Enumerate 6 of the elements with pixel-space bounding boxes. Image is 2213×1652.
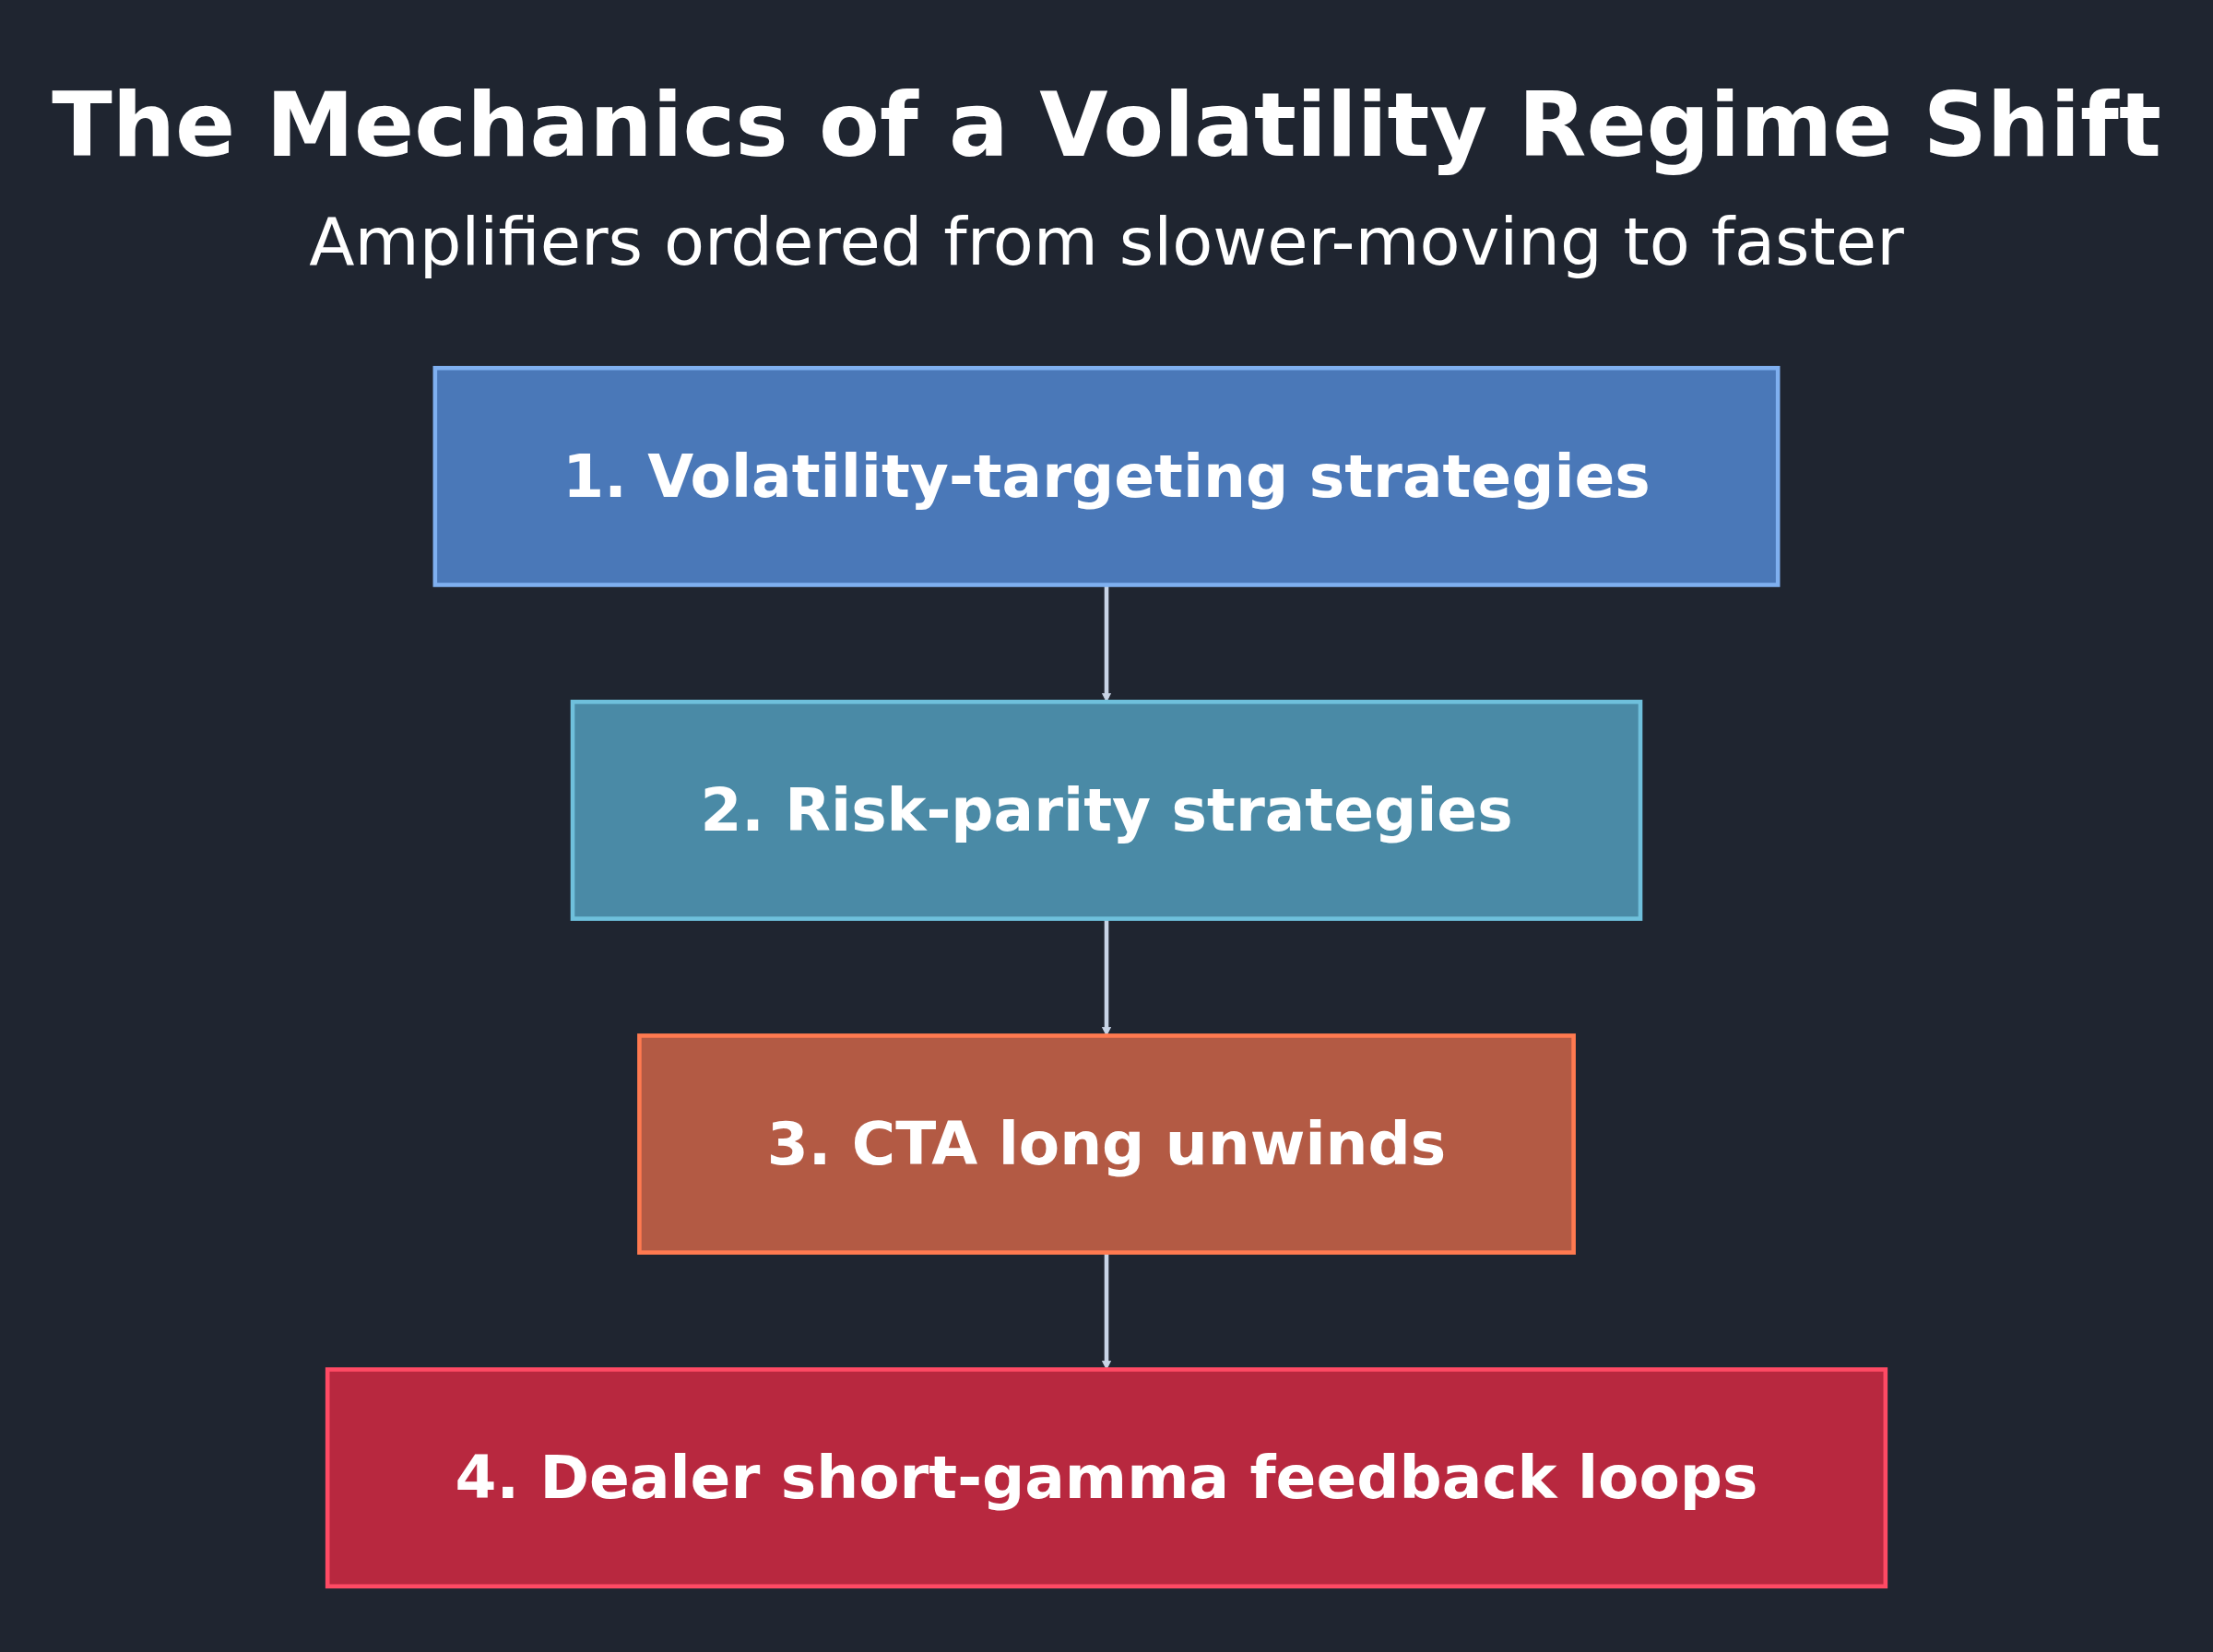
node-box: 4. Dealer short-gamma feedback loops <box>325 1367 1888 1589</box>
node-box: 1. Volatility-targeting strategies <box>432 365 1781 587</box>
subtitle: Amplifiers ordered from slower-moving to faster <box>308 203 1905 280</box>
title: The Mechanics of a Volatility Regime Shift <box>51 74 2162 177</box>
node-box: 3. CTA long unwinds <box>637 1033 1576 1255</box>
node-box: 2. Risk-parity strategies <box>570 700 1643 921</box>
